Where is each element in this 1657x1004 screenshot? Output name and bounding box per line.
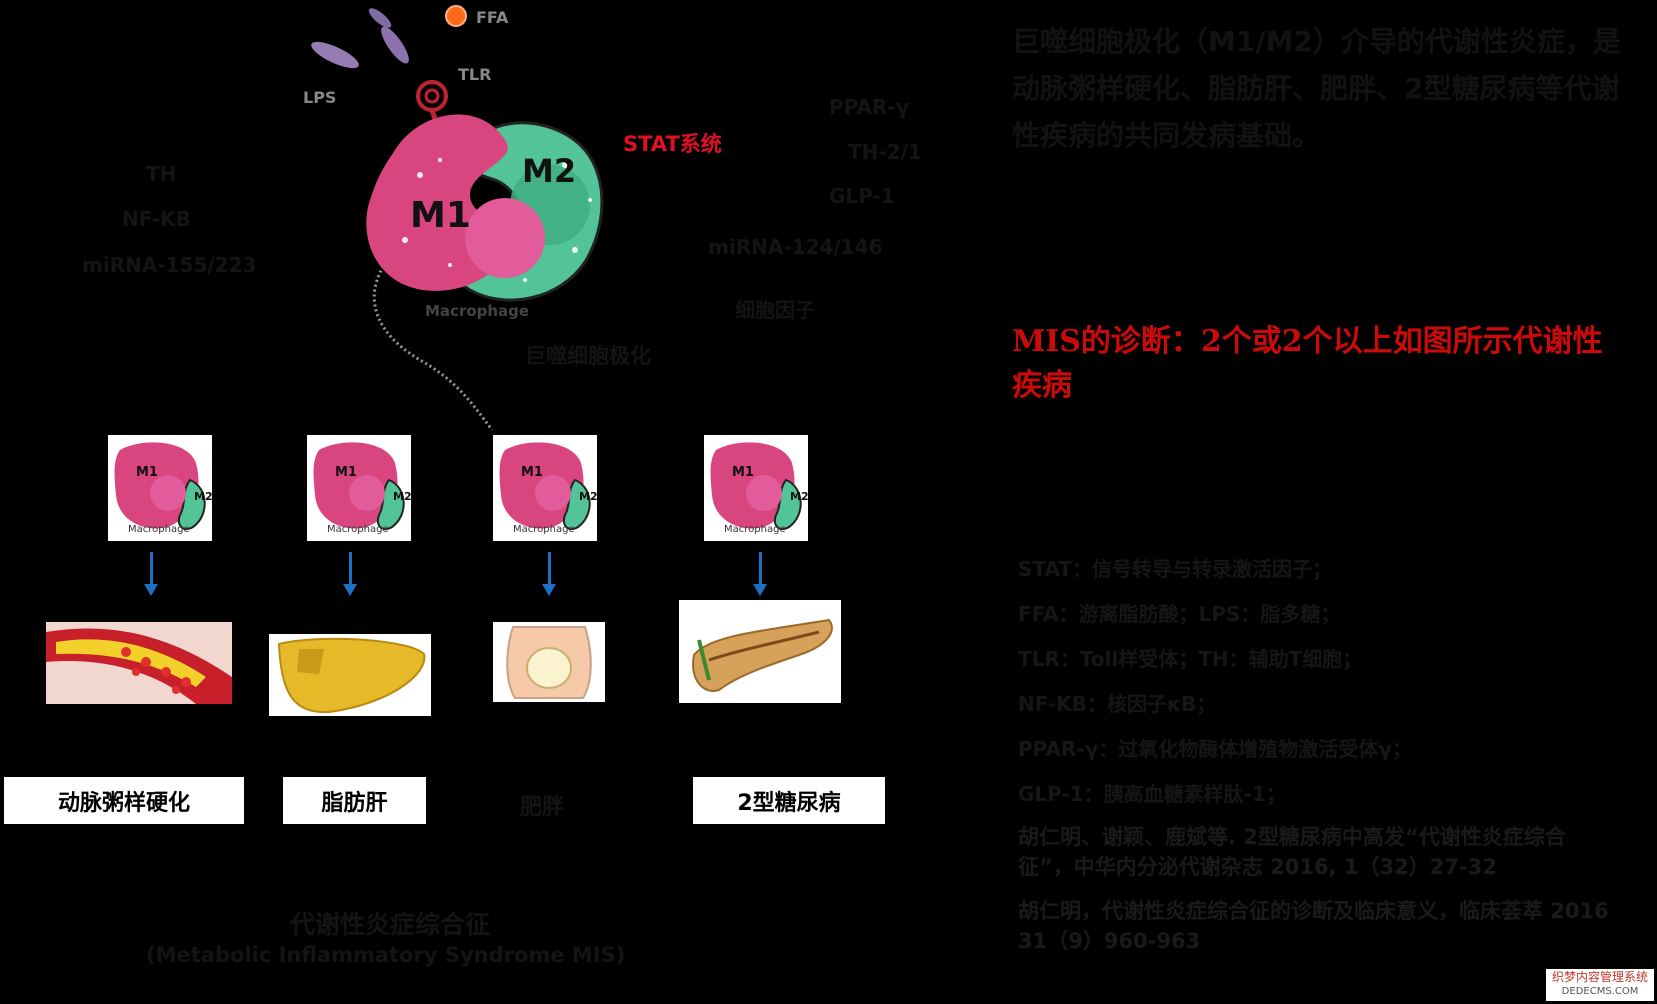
left-factor-mirna: miRNA-155/223 [82,253,257,277]
thumb-macrophage-1: M1 M2 Macrophage [108,435,212,541]
thumb-m1: M1 [732,465,754,480]
arrow-head-4 [753,584,767,596]
macrophage-thumb-icon [710,442,802,531]
note-glp1: GLP-1：胰高血糖素样肽-1； [1018,782,1286,806]
right-factor-cytokine: 细胞因子 [735,298,815,322]
thumb-m2: M2 [194,490,212,503]
left-factor-th: TH [146,162,177,186]
macrophage-thumb-icon [313,442,405,531]
thumb-m2: M2 [579,490,597,503]
stat-label: STAT系统 [623,132,722,156]
disease-atherosclerosis: 动脉粥样硬化 [4,777,244,824]
right-factor-glp1: GLP-1 [829,184,895,208]
thumb-m2: M2 [790,490,808,503]
note-ffa: FFA：游离脂肪酸；LPS：脂多糖； [1018,602,1341,626]
thumb-m2: M2 [393,490,411,503]
left-factor-nfkb: NF-KB [122,207,191,231]
thumb-macrophage-2: M1 M2 Macrophage [307,435,411,541]
watermark-line2: DEDECMS.COM [1561,986,1639,997]
thumb-caption: Macrophage [327,524,389,535]
note-nfkb: NF-KB：核因子κB； [1018,692,1217,716]
arrow-head-2 [343,584,357,596]
thumb-macrophage-3: M1 M2 Macrophage [493,435,597,541]
arrow-down-3 [548,552,551,586]
arrow-down-2 [349,552,352,586]
macrophage-illustration [311,5,604,431]
ffa-ball-icon [445,5,467,27]
arrow-down-4 [759,552,762,586]
obesity-illustration [493,622,605,702]
right-factor-mirna: miRNA-124/146 [708,235,883,259]
thumb-caption: Macrophage [724,524,786,535]
thumb-caption: Macrophage [128,524,190,535]
summary-paragraph: 巨噬细胞极化（M1/M2）介导的代谢性炎症，是动脉粥样硬化、脂肪肝、肥胖、2型糖… [1012,25,1621,152]
disease-obesity: 肥胖 [520,795,565,820]
right-factor-th21: TH-2/1 [848,140,922,164]
macrophage-thumb-icon [499,442,591,531]
reference-1: 胡仁明、谢颖、鹿斌等. 2型糖尿病中高发“代谢性炎症综合征”，中华内分泌代谢杂志… [1018,825,1566,879]
mis-diagnosis: MIS的诊断：2个或2个以上如图所示代谢性疾病 [1012,324,1603,403]
thumb-macrophage-4: M1 M2 Macrophage [704,435,808,541]
disease-fatty-liver: 脂肪肝 [283,777,426,824]
lps-label: LPS [303,88,337,107]
watermark-line1: 织梦内容管理系统 [1551,970,1648,984]
thumb-m1: M1 [136,465,158,480]
thumb-m1: M1 [521,465,543,480]
note-tlr: TLR：Toll样受体；TH：辅助T细胞； [1018,647,1363,671]
lps-particles [311,8,409,69]
right-factor-ppar: PPAR-γ [829,95,910,119]
liver-illustration [269,634,431,716]
tlr-label: TLR [458,65,492,84]
ffa-label: FFA [476,8,509,27]
m1-label: M1 [410,195,471,236]
watermark: 织梦内容管理系统 DEDECMS.COM [1546,969,1654,1001]
disease-type2-diabetes: 2型糖尿病 [693,777,885,824]
pancreas-illustration [679,600,841,703]
thumb-m1: M1 [335,465,357,480]
footer-title: 代谢性炎症综合征 [290,910,491,939]
artery-illustration [46,622,232,704]
polarization-label: 巨噬细胞极化 [525,344,651,368]
footer-subtitle: (Metabolic Inflammatory Syndrome MIS) [146,943,626,967]
macrophage-label: Macrophage [425,302,530,320]
note-stat: STAT：信号转导与转录激活因子； [1018,557,1333,581]
note-ppar: PPAR-γ：过氧化物酶体增殖物激活受体γ； [1018,737,1412,761]
thumb-caption: Macrophage [513,524,575,535]
macrophage-thumb-icon [114,442,206,531]
arrow-head-1 [144,584,158,596]
reference-2: 胡仁明，代谢性炎症综合征的诊断及临床意义，临床荟萃 2016 31（9）960-… [1018,899,1609,953]
arrow-down-1 [150,552,153,586]
m2-label: M2 [522,152,577,190]
arrow-head-3 [542,584,556,596]
